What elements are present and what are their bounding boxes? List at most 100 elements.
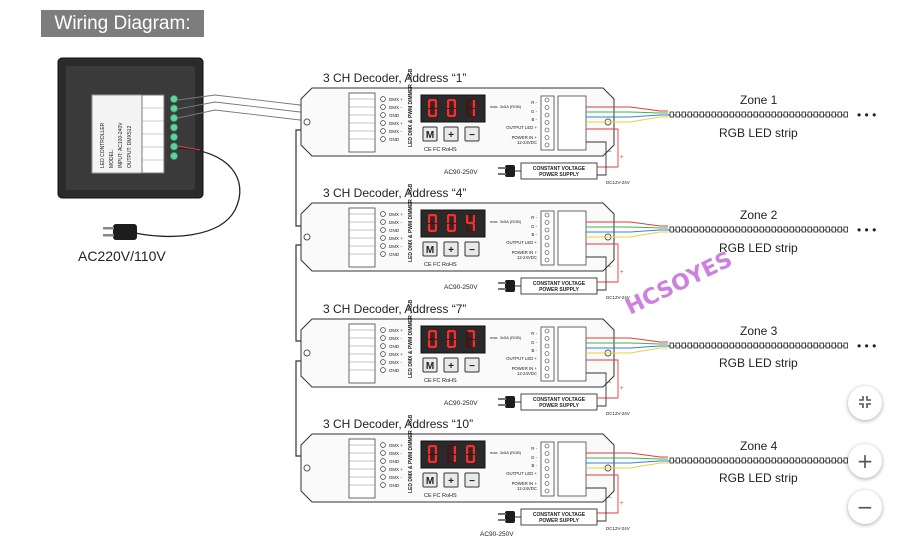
- led-chip: [765, 226, 770, 233]
- dmx-pin-label: DMX +: [389, 212, 403, 217]
- led-chip: [741, 342, 746, 349]
- output-pin-label: POWER IN +: [512, 366, 538, 371]
- led-chip: [771, 457, 776, 464]
- rgb-led-strip-4: • • •: [668, 454, 876, 468]
- display-segment: [448, 337, 455, 341]
- led-chip: [795, 342, 800, 349]
- decoder-button-2: [443, 241, 459, 257]
- psu-plug-pin: [498, 288, 506, 290]
- zoom-in-button[interactable]: +: [848, 444, 882, 478]
- led-chip: [747, 111, 752, 118]
- decoder-button-label: M: [426, 361, 434, 372]
- led-chip: [705, 226, 710, 233]
- dmx-pin-icon: [380, 104, 386, 110]
- dmx-pin-label: DMX +: [389, 467, 403, 472]
- plug-pin: [103, 227, 114, 230]
- output-pin-icon: [544, 466, 550, 471]
- led-chip: [711, 111, 716, 118]
- decoder-certs: CE FC RoHS: [424, 147, 457, 153]
- display-segment: [448, 214, 455, 217]
- dmx-pin-icon: [380, 211, 386, 217]
- controller-terminal: [169, 123, 178, 132]
- display-segment: [429, 330, 436, 333]
- display-segment: [448, 229, 455, 232]
- display-segment: [428, 340, 431, 347]
- output-pin-label: OUTPUT LED +: [506, 471, 537, 476]
- led-chip: [729, 111, 734, 118]
- led-chip: [813, 111, 818, 118]
- led-chip: [747, 226, 752, 233]
- dmx-pin-icon: [380, 367, 386, 373]
- display-segment: [434, 215, 437, 223]
- dmx-pin-label: DMX +: [389, 97, 403, 102]
- led-chip: [699, 111, 704, 118]
- display-segment: [466, 340, 469, 347]
- output-pin-label: 12-24VDC: [517, 140, 537, 145]
- psu-plus-sign: +: [620, 155, 624, 161]
- decoder-button-label: +: [448, 361, 454, 372]
- decoder-button-label: +: [448, 245, 454, 256]
- psu-label-2: POWER SUPPLY: [539, 403, 579, 409]
- led-chip: [747, 457, 752, 464]
- zone-2-label: Zone 2: [740, 208, 778, 222]
- display-segment: [467, 445, 474, 448]
- dmx-pin-icon: [380, 112, 386, 118]
- output-pin-icon: [544, 373, 550, 379]
- led-chip: [735, 457, 740, 464]
- output-pin-icon: [544, 97, 550, 103]
- led-chip: [717, 226, 722, 233]
- display-segment: [434, 100, 437, 108]
- led-chip: [813, 457, 818, 464]
- output-pin-label: R -: [531, 100, 537, 105]
- max-rating: max. 3x5A (RGB): [490, 219, 522, 224]
- decoder-product-label: LED DMX & PWM DIMMER - RGB: [408, 414, 414, 493]
- output-pin-icon: [544, 127, 550, 133]
- led-chip: [717, 342, 722, 349]
- output-pin-label: B -: [532, 463, 538, 468]
- led-chip: [669, 226, 674, 233]
- led-chip: [693, 342, 698, 349]
- psu-plus-sign: +: [620, 270, 624, 276]
- psu-plug-pin: [498, 513, 506, 515]
- dmx-pin-icon: [380, 351, 386, 357]
- display-segment: [472, 340, 475, 347]
- psu-input-label: AC90-250V: [480, 531, 514, 538]
- output-pin-icon: [544, 343, 550, 349]
- dmx-pin-label: DMX +: [389, 328, 403, 333]
- led-chip: [837, 457, 842, 464]
- led-chip: [759, 457, 764, 464]
- dmx-pin-icon: [380, 474, 386, 480]
- led-chip: [765, 111, 770, 118]
- led-chip: [669, 342, 674, 349]
- decoder-button-2: [443, 126, 459, 142]
- zoom-out-button[interactable]: −: [848, 490, 882, 524]
- display-segment: [429, 221, 436, 225]
- output-pin-label: B -: [532, 232, 538, 237]
- psu-label-2: POWER SUPPLY: [539, 172, 579, 178]
- display-segment: [453, 331, 456, 339]
- controller-panel-text: OUTPUT: DMX512: [127, 126, 133, 168]
- dmx-pin-icon: [380, 335, 386, 341]
- output-wire: [586, 457, 668, 460]
- output-pin-icon: [544, 227, 550, 233]
- output-screw-block: [557, 95, 587, 151]
- psu-positive-wire: [586, 474, 619, 514]
- controller-panel-text: INPUT: AC100-240V: [118, 122, 124, 168]
- display-segment: [447, 100, 450, 108]
- strip-continues-dots: • • •: [857, 339, 876, 353]
- output-pin-label: POWER IN +: [512, 481, 538, 486]
- dmx-pin-label: DMX +: [389, 352, 403, 357]
- output-screw-block: [557, 210, 587, 266]
- output-pin-icon: [544, 112, 550, 118]
- display-segment: [447, 455, 450, 462]
- psu-plug-pin: [498, 167, 506, 169]
- dmx-pin-label: DMX -: [389, 451, 402, 456]
- led-chip: [771, 342, 776, 349]
- collapse-button[interactable]: [848, 386, 882, 420]
- decoder-button-3: [464, 472, 480, 488]
